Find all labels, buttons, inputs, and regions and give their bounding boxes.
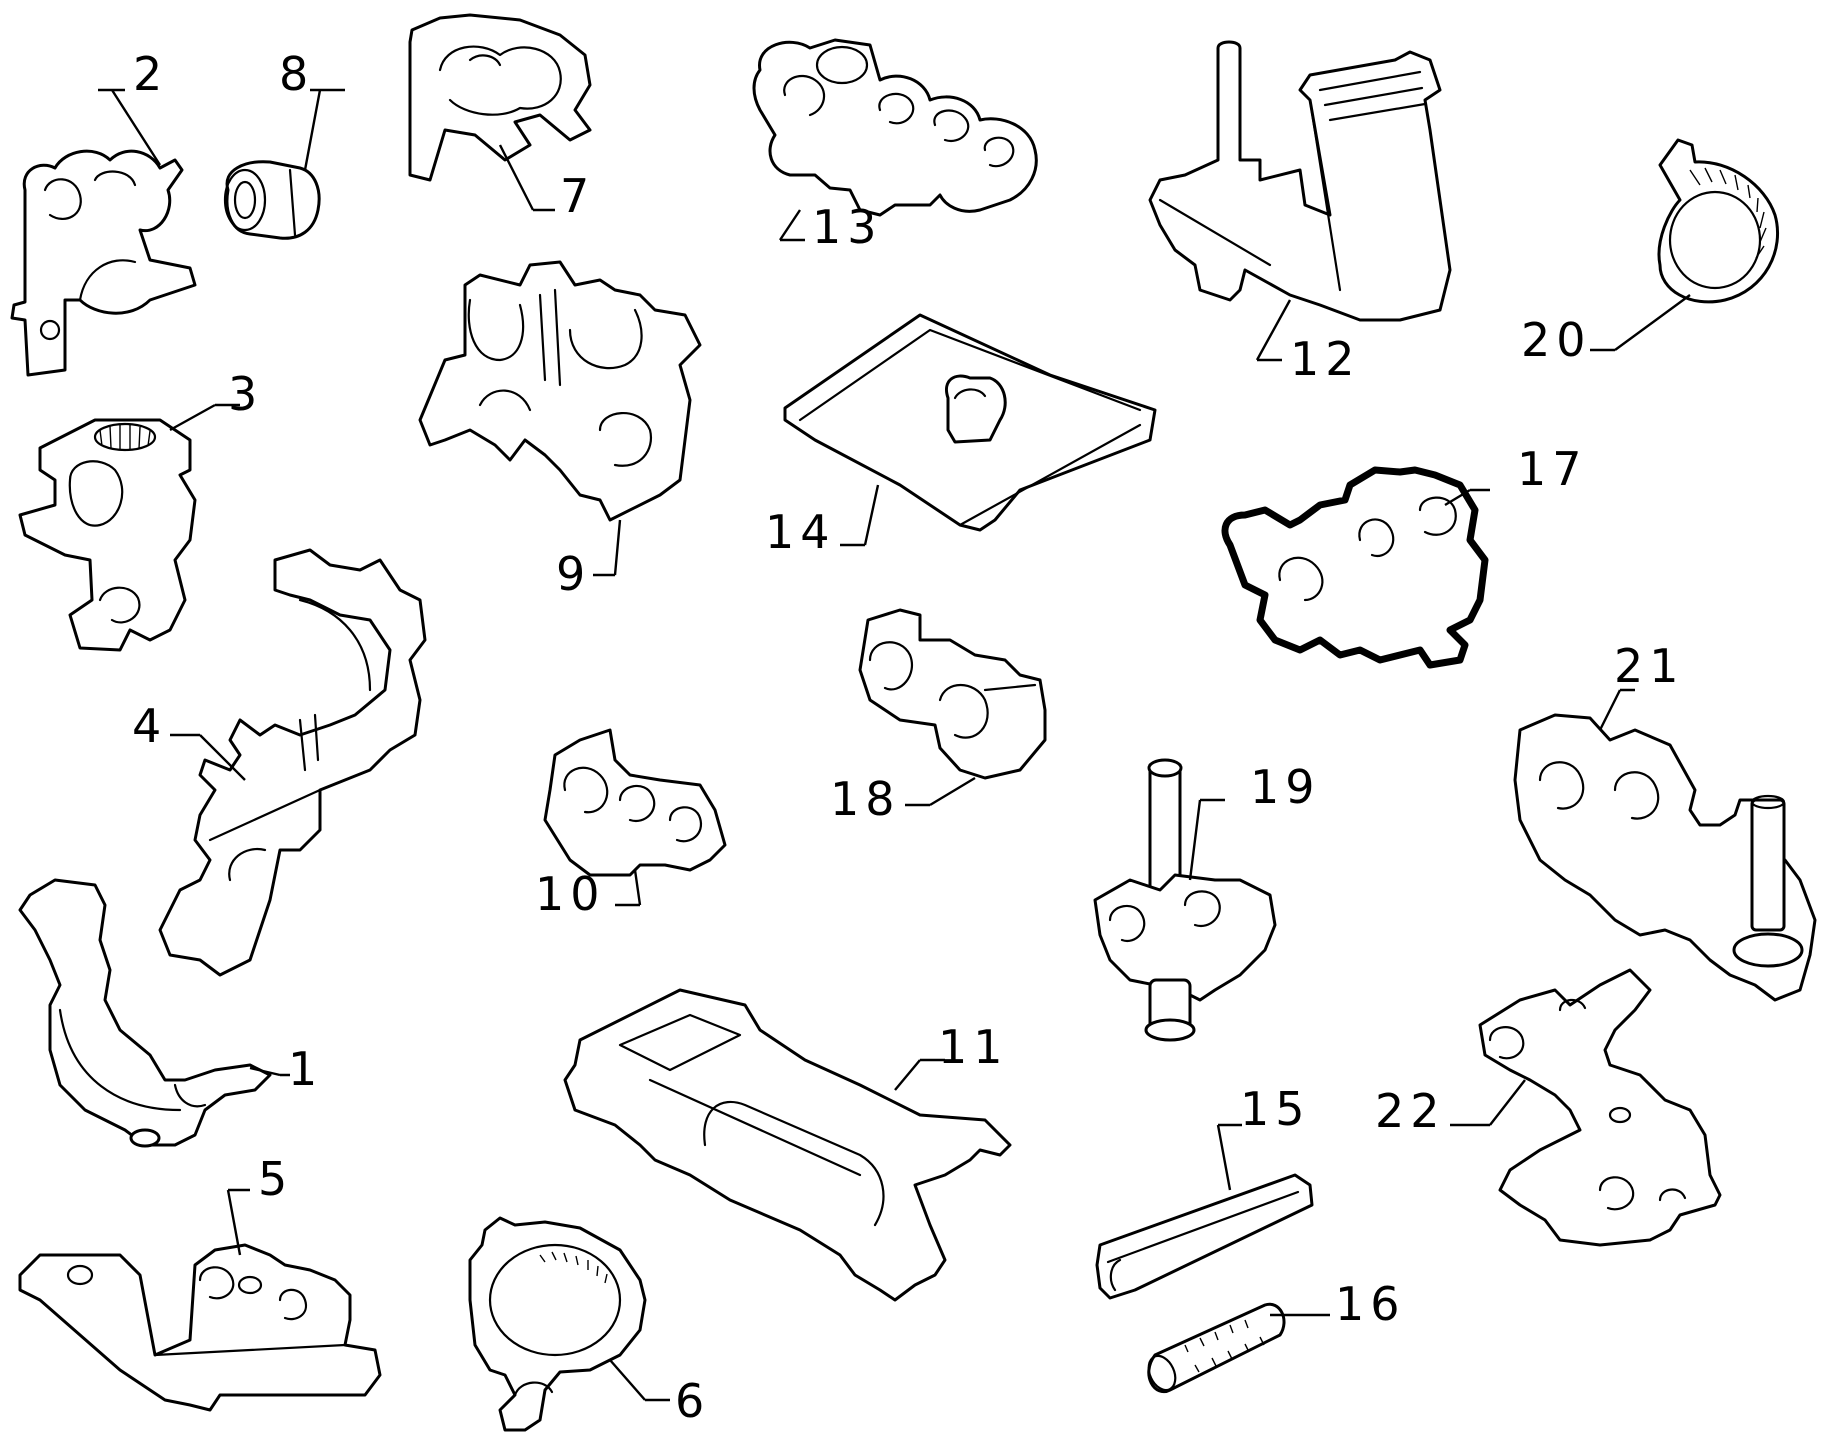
part-15-strip bbox=[1095, 1173, 1314, 1300]
part-19-clip bbox=[1093, 758, 1277, 1042]
part-3-clip bbox=[18, 418, 197, 652]
part-8-grommet bbox=[223, 160, 321, 240]
leader-22 bbox=[1450, 1079, 1526, 1127]
leader-2 bbox=[98, 88, 162, 166]
callout-12: 12 bbox=[1290, 332, 1361, 386]
part-13-clip bbox=[752, 38, 1038, 217]
leader-20 bbox=[1590, 294, 1691, 352]
callout-1: 1 bbox=[288, 1042, 323, 1096]
part-11-clip bbox=[563, 988, 1012, 1302]
callout-22: 22 bbox=[1375, 1084, 1446, 1138]
leader-9 bbox=[593, 519, 622, 577]
callout-16: 16 bbox=[1335, 1277, 1406, 1331]
part-21-clip bbox=[1513, 713, 1817, 1002]
callouts: 2 8 7 13 12 20 3 14 9 17 4 18 10 21 19 1… bbox=[132, 47, 1685, 1428]
callout-19: 19 bbox=[1250, 760, 1321, 814]
part-18-clip bbox=[858, 608, 1047, 780]
part-17-clip bbox=[1221, 466, 1489, 669]
part-5-bracket bbox=[18, 1243, 382, 1412]
part-2-clip bbox=[10, 149, 197, 377]
callout-7: 7 bbox=[560, 169, 595, 223]
leader-4 bbox=[170, 733, 246, 781]
leader-3 bbox=[169, 403, 240, 432]
part-10-clip bbox=[543, 728, 727, 877]
callout-6: 6 bbox=[675, 1374, 710, 1428]
leader-14 bbox=[840, 484, 880, 547]
callout-14: 14 bbox=[765, 505, 836, 559]
leader-12 bbox=[1255, 299, 1292, 362]
callout-20: 20 bbox=[1521, 313, 1592, 367]
part-4-clip bbox=[158, 548, 427, 977]
part-12-bracket bbox=[1148, 40, 1452, 322]
callout-8: 8 bbox=[279, 47, 314, 101]
leader-11 bbox=[894, 1058, 945, 1091]
callout-2: 2 bbox=[133, 47, 168, 101]
leader-17 bbox=[1444, 488, 1490, 507]
callout-4: 4 bbox=[132, 699, 167, 753]
leader-19 bbox=[1188, 798, 1225, 881]
part-16-sleeve bbox=[1147, 1302, 1286, 1394]
callout-21: 21 bbox=[1614, 639, 1685, 693]
callout-11: 11 bbox=[938, 1020, 1009, 1074]
part-20-hose-clamp bbox=[1657, 138, 1780, 304]
part-6-hose-clamp bbox=[468, 1216, 647, 1432]
leader-5 bbox=[226, 1188, 250, 1256]
part-1-clip bbox=[18, 878, 272, 1148]
callout-10: 10 bbox=[535, 867, 606, 921]
leader-21 bbox=[1598, 688, 1635, 731]
callout-17: 17 bbox=[1517, 442, 1588, 496]
part-22-bracket bbox=[1478, 968, 1722, 1247]
callout-9: 9 bbox=[556, 547, 591, 601]
leader-10 bbox=[615, 869, 642, 907]
leader-13 bbox=[779, 209, 805, 242]
leader-lines bbox=[98, 88, 1691, 1402]
leader-6 bbox=[609, 1359, 670, 1402]
leader-1 bbox=[249, 1066, 290, 1077]
callout-15: 15 bbox=[1240, 1082, 1311, 1136]
part-7-clip bbox=[408, 13, 592, 182]
callout-18: 18 bbox=[830, 772, 901, 826]
leader-8 bbox=[303, 88, 345, 171]
leader-15 bbox=[1216, 1123, 1242, 1191]
leader-18 bbox=[905, 776, 976, 807]
callout-13: 13 bbox=[812, 200, 883, 254]
part-9-clip bbox=[418, 260, 702, 522]
callout-3: 3 bbox=[228, 367, 263, 421]
callout-5: 5 bbox=[258, 1152, 293, 1206]
part-14-tray bbox=[783, 313, 1157, 532]
leader-7 bbox=[498, 144, 555, 212]
